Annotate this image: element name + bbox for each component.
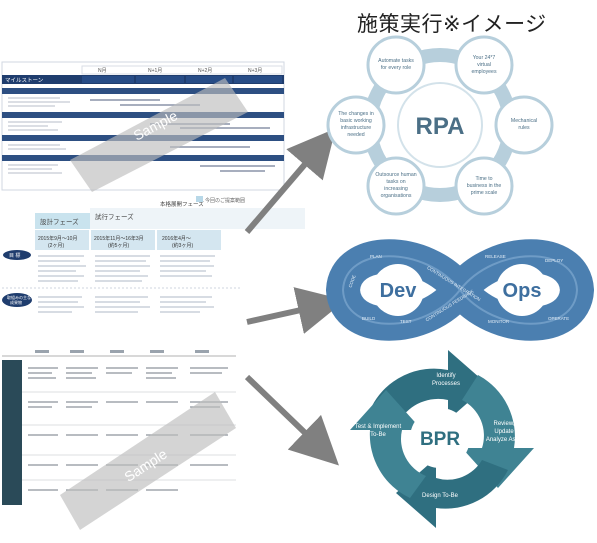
svg-text:(2ヶ月): (2ヶ月) <box>48 243 64 249</box>
svg-text:成果物: 成果物 <box>10 299 22 305</box>
doc1-col-1: N+1月 <box>148 68 162 74</box>
rpa-center-label: RPA <box>416 113 465 140</box>
devops-left-label: Dev <box>380 280 418 302</box>
svg-text:2015年9月〜10月: 2015年9月〜10月 <box>38 235 77 242</box>
svg-text:basic working: basic working <box>340 118 372 124</box>
rpa-diagram: RPA Automate tasks for every role Your 2… <box>326 35 554 216</box>
svg-text:virtual: virtual <box>477 62 491 68</box>
devops-right-label: Ops <box>503 280 542 302</box>
doc2-phase-left: 設計フェーズ <box>40 217 79 226</box>
arrow-to-rpa <box>244 128 336 234</box>
svg-text:Outsource human: Outsource human <box>375 172 416 178</box>
svg-text:Test & Implement: Test & Implement <box>355 424 402 430</box>
svg-text:Design To-Be: Design To-Be <box>422 493 459 499</box>
svg-text:MONITOR: MONITOR <box>488 319 510 324</box>
svg-text:BUILD: BUILD <box>362 316 376 321</box>
svg-text:CODE: CODE <box>348 274 357 288</box>
doc2-phase-right: 試行フェーズ <box>95 212 134 221</box>
svg-text:Time to: Time to <box>475 176 492 182</box>
svg-text:RELEASE: RELEASE <box>485 254 506 259</box>
doc1-milestone-label: マイルストーン <box>5 77 44 84</box>
svg-text:PLAN: PLAN <box>370 254 382 259</box>
svg-text:TEST: TEST <box>400 319 412 324</box>
svg-text:tasks on: tasks on <box>386 179 405 185</box>
doc2-legend: 今回のご提案範囲 <box>205 197 245 204</box>
svg-text:2015年11月〜16年3月: 2015年11月〜16年3月 <box>94 235 144 242</box>
svg-text:organisations: organisations <box>381 193 412 199</box>
bpr-center-label: BPR <box>420 429 460 450</box>
svg-text:Processes: Processes <box>432 381 460 387</box>
doc1-col-3: N+3月 <box>248 68 262 74</box>
svg-text:for every role: for every role <box>381 65 411 71</box>
doc2-thumbnail: 設計フェーズ 試行フェーズ 本格展開フェーズ 今回のご提案範囲 2015年9月〜… <box>2 196 305 313</box>
svg-text:(約3ヶ月): (約3ヶ月) <box>172 242 193 249</box>
doc1-thumbnail: N月 N+1月 N+2月 N+3月 マイルストーン Sam <box>1 61 285 192</box>
svg-text:increasing: increasing <box>384 186 408 192</box>
doc1-col-0: N月 <box>98 68 107 74</box>
bpr-diagram: BPR Identify Processes Review, Update An… <box>350 350 534 528</box>
svg-text:prime scale: prime scale <box>471 190 498 196</box>
svg-text:To-Be: To-Be <box>370 432 386 438</box>
svg-text:rules: rules <box>518 125 530 131</box>
svg-text:Analyze As-Is: Analyze As-Is <box>486 437 522 443</box>
doc1-col-2: N+2月 <box>198 68 212 74</box>
svg-text:Mechanical: Mechanical <box>511 118 537 124</box>
svg-text:Your 24*7: Your 24*7 <box>473 55 496 61</box>
arrow-to-devops <box>246 287 346 334</box>
svg-text:infrastructure: infrastructure <box>341 125 371 131</box>
svg-text:2016年4月〜: 2016年4月〜 <box>162 235 191 242</box>
svg-text:Review,: Review, <box>493 421 514 427</box>
svg-text:Update: Update <box>494 429 514 435</box>
svg-text:employees: employees <box>471 69 496 75</box>
doc3-thumbnail: Sample <box>2 350 236 530</box>
svg-text:needed: needed <box>347 132 364 138</box>
svg-text:DEPLOY: DEPLOY <box>545 258 563 263</box>
page-title: 施策実行※イメージ <box>357 12 547 36</box>
svg-text:The changes in: The changes in <box>338 111 374 117</box>
svg-text:business in the: business in the <box>467 183 502 189</box>
svg-text:取組みの主な: 取組みの主な <box>7 294 31 300</box>
doc2-row-0: 目 標 <box>9 252 20 259</box>
svg-text:Automate tasks: Automate tasks <box>378 58 414 64</box>
svg-text:Identify: Identify <box>436 373 455 379</box>
doc2-phase-far: 本格展開フェーズ <box>160 200 204 208</box>
svg-text:OPERATE: OPERATE <box>548 316 569 321</box>
devops-diagram: Dev Ops PLAN CODE BUILD TEST RELEASE DEP… <box>326 239 594 341</box>
arrow-to-bpr <box>244 374 339 466</box>
svg-text:(約5ヶ月): (約5ヶ月) <box>108 242 129 249</box>
